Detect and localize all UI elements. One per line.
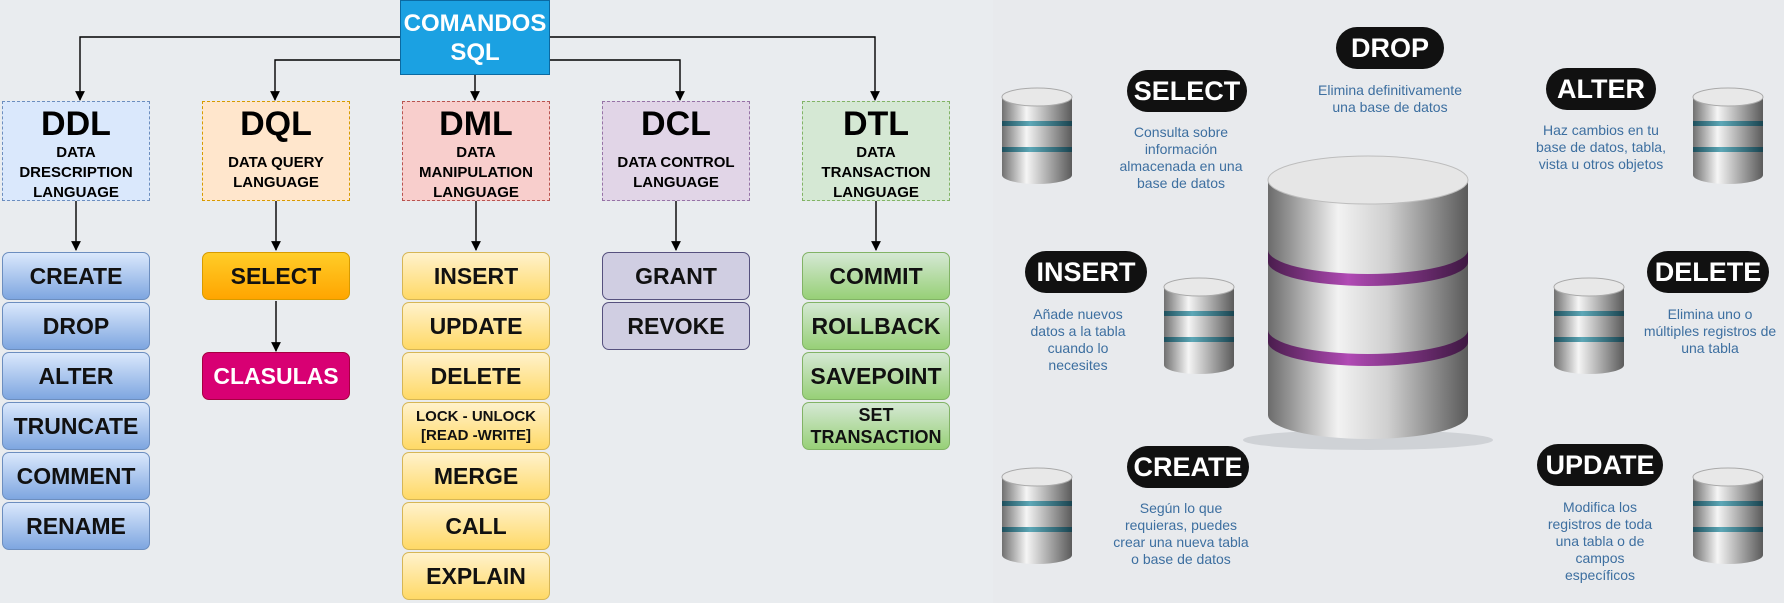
label-delete: DELETE (1647, 251, 1769, 293)
database-icon-create (1001, 467, 1073, 564)
command-merge: MERGE (402, 452, 550, 500)
category-code: DQL (240, 105, 312, 143)
command-rollback: ROLLBACK (802, 302, 950, 350)
category-dql: DQL DATA QUERY LANGUAGE (202, 101, 350, 201)
database-large-icon (1243, 155, 1493, 450)
command-grant: GRANT (602, 252, 750, 300)
command-rename: RENAME (2, 502, 150, 550)
desc-select: Consulta sobre información almacenada en… (1119, 124, 1243, 191)
command-select: SELECT (202, 252, 350, 300)
category-fullname: DATA QUERY LANGUAGE (228, 154, 324, 191)
desc-create: Según lo que requieras, puedes crear una… (1113, 500, 1249, 567)
label-alter: ALTER (1546, 68, 1656, 110)
command-revoke: REVOKE (602, 302, 750, 350)
database-icon-insert (1163, 277, 1235, 374)
category-fullname: DATA DRESCRIPTION LANGUAGE (19, 144, 133, 201)
root-title-line1: COMANDOS (403, 10, 547, 37)
desc-alter: Haz cambios en tu base de datos, tabla, … (1536, 122, 1666, 172)
category-fullname: DATA MANIPULATION LANGUAGE (419, 144, 533, 201)
command-insert: INSERT (402, 252, 550, 300)
category-ddl: DDL DATA DRESCRIPTION LANGUAGE (2, 101, 150, 201)
category-code: DTL (842, 105, 910, 143)
command-lock-unlock: LOCK - UNLOCK [READ -WRITE] (402, 402, 550, 450)
category-code: DCL (641, 105, 711, 143)
command-commit: COMMIT (802, 252, 950, 300)
command-truncate: TRUNCATE (2, 402, 150, 450)
root-node-comandos-sql: COMANDOS SQL (400, 0, 550, 75)
category-code: DDL (41, 105, 111, 143)
label-select: SELECT (1127, 70, 1247, 112)
command-delete: DELETE (402, 352, 550, 400)
category-fullname: DATA TRANSACTION LANGUAGE (821, 144, 931, 201)
label-insert: INSERT (1025, 251, 1147, 293)
command-call: CALL (402, 502, 550, 550)
command-alter: ALTER (2, 352, 150, 400)
label-update: UPDATE (1537, 444, 1663, 486)
label-drop: DROP (1336, 27, 1444, 69)
command-drop: DROP (2, 302, 150, 350)
command-savepoint: SAVEPOINT (802, 352, 950, 400)
command-explain: EXPLAIN (402, 552, 550, 600)
desc-update: Modifica los registros de toda una tabla… (1547, 499, 1653, 583)
command-clasulas: CLASULAS (202, 352, 350, 400)
category-dml: DML DATA MANIPULATION LANGUAGE (402, 101, 550, 201)
label-create: CREATE (1127, 446, 1249, 488)
desc-insert: Añade nuevos datos a la tabla cuando lo … (1030, 306, 1126, 373)
database-icon-select (1001, 87, 1073, 184)
database-icon-update (1692, 467, 1764, 564)
connector-lines (71, 36, 881, 352)
command-update: UPDATE (402, 302, 550, 350)
command-create: CREATE (2, 252, 150, 300)
command-set-transaction: SET TRANSACTION (802, 402, 950, 450)
root-title-line2: SQL (450, 39, 500, 66)
sql-commands-diagram: COMANDOS SQL DDL DATA DRESCRIPTION LANGU… (2, 0, 950, 600)
command-comment: COMMENT (2, 452, 150, 500)
desc-delete: Elimina uno o múltiples registros de una… (1643, 306, 1777, 356)
sql-infographic: DROP Elimina definitivamente una base de… (993, 0, 1784, 603)
category-fullname: DATA CONTROL LANGUAGE (617, 154, 735, 191)
database-icon-delete (1553, 277, 1625, 374)
category-dcl: DCL DATA CONTROL LANGUAGE (602, 101, 750, 201)
desc-drop: Elimina definitivamente una base de dato… (1318, 82, 1462, 115)
category-code: DML (439, 105, 513, 143)
category-dtl: DTL DATA TRANSACTION LANGUAGE (802, 101, 950, 201)
database-icon-alter (1692, 87, 1764, 184)
